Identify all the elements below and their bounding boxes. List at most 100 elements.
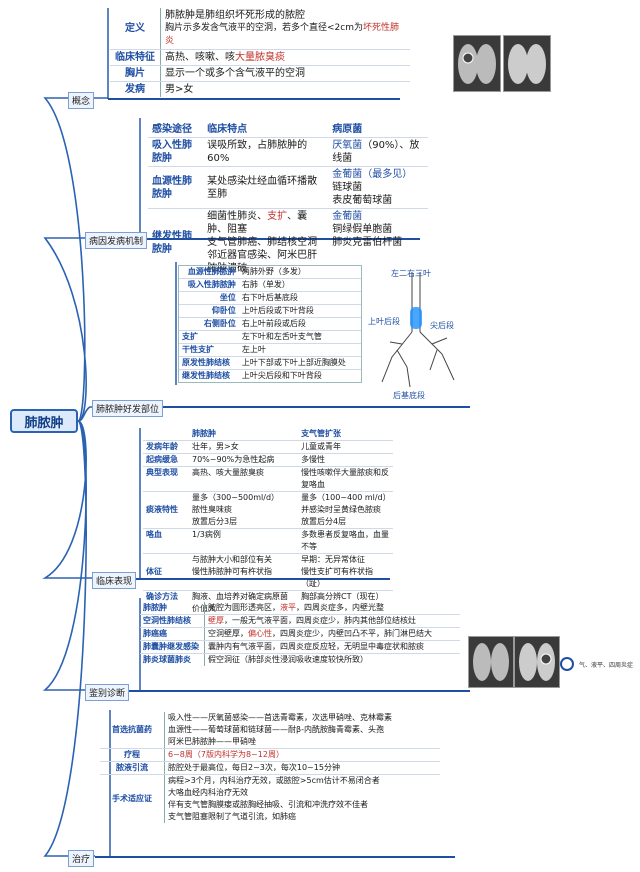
diff-key: 肺脓肿 bbox=[140, 602, 205, 615]
site-key: 原发性肺结核 bbox=[179, 356, 239, 370]
branch-concept[interactable]: 概念 bbox=[68, 92, 95, 109]
route-feature: 支气管肺癌、肺结核空洞 bbox=[207, 237, 318, 248]
concept-def-2-highlight: 坏死性肺炎 bbox=[165, 23, 399, 46]
col-header: 临床特点 bbox=[203, 122, 329, 138]
pathogen: 金葡菌 bbox=[332, 211, 363, 222]
diff-highlight: 偏心性 bbox=[248, 629, 272, 638]
diff-value: 囊肿内有气液平面，四周炎症反应轻，无明显中毒症状和脓痰 bbox=[204, 640, 460, 654]
pathogen: 链球菌 bbox=[332, 182, 363, 193]
branch-pathogenesis[interactable]: 病因发病机制 bbox=[85, 232, 148, 249]
chest-xray-image bbox=[514, 636, 560, 688]
pathogen: 铜绿假单胞菌 bbox=[332, 224, 393, 235]
clinical-a: 高热、咳大量脓臭痰 bbox=[189, 466, 299, 492]
treat-line: 大咯血经内科治疗无效 bbox=[168, 788, 248, 797]
site-key: 血源性肺脓肿 bbox=[179, 266, 239, 279]
branch-clinical[interactable]: 临床表现 bbox=[92, 572, 137, 589]
route-feature-highlight: 支扩 bbox=[267, 211, 288, 222]
site-key: 仰卧位 bbox=[179, 304, 239, 318]
route-label: 血源性肺脓肿 bbox=[148, 166, 204, 209]
treat-line: 血源性——葡萄球菌和链球菌——耐β-内酰胺酶青霉素、头孢 bbox=[168, 725, 384, 734]
branch-site[interactable]: 肺脓肿好发部位 bbox=[92, 400, 164, 417]
pathogen: 厌氧菌 bbox=[332, 140, 363, 151]
concept-feature-highlight: 大量脓臭痰 bbox=[235, 52, 285, 63]
treat-key: 脓液引流 bbox=[100, 761, 165, 775]
site-value: 上叶尖后段和下叶背段 bbox=[241, 371, 322, 380]
concept-key: 发病 bbox=[110, 81, 161, 97]
pathogen: 金葡菌（最多见） bbox=[332, 169, 413, 180]
diff-key: 肺癌癌 bbox=[140, 627, 205, 641]
diff-value: ，四周炎症少，内壁凹凸不平，肺门淋巴结大 bbox=[272, 629, 432, 638]
clinical-key: 痰液特性 bbox=[143, 491, 189, 529]
branch-treatment[interactable]: 治疗 bbox=[68, 850, 95, 867]
clinical-key: 起病缓急 bbox=[143, 453, 189, 467]
diff-key: 空洞性肺结核 bbox=[140, 614, 205, 628]
site-value: 两肺外野（多发） bbox=[238, 266, 361, 279]
clinical-b: 胸部高分辨CT（现在） bbox=[301, 592, 384, 601]
route-label: 继发性肺脓肿 bbox=[152, 230, 192, 255]
treat-key: 首选抗菌药 bbox=[100, 712, 165, 749]
clinical-b: 儿童或青年 bbox=[298, 440, 393, 454]
clinical-key: 典型表现 bbox=[143, 466, 189, 492]
col-header: 感染途径 bbox=[148, 122, 204, 138]
diagram-label: 上叶后段 bbox=[368, 317, 400, 326]
treat-line: 病程>3个月，内科治疗无效，或脓腔>5cm估计不易闭合者 bbox=[168, 776, 380, 785]
site-value: 左下叶和左舌叶支气管 bbox=[238, 330, 361, 344]
clinical-b: 早期：无异常体征慢性支扩可有杵状指（趾） bbox=[298, 553, 393, 591]
clinical-b: 慢性咳嗽伴大量脓痰和反复咯血 bbox=[298, 466, 393, 492]
chest-xray-image bbox=[468, 636, 514, 688]
site-value: 右下叶后基底段 bbox=[238, 291, 361, 305]
col-header: 病原菌 bbox=[328, 122, 428, 138]
clinical-key: 体征 bbox=[143, 553, 189, 591]
concept-table: 定义 肺脓肿是肺组织坏死形成的脓腔 胸片示多发含气液平的空洞，若多个直径<2cm… bbox=[110, 8, 410, 97]
concept-def-2: 胸片示多发含气液平的空洞，若多个直径<2cm为 bbox=[165, 23, 363, 33]
site-key: 干性支扩 bbox=[179, 343, 239, 357]
treat-line: 支气管阻塞限制了气道引流，如肺癌 bbox=[168, 812, 296, 821]
pathogen: 表皮葡萄球菌 bbox=[332, 195, 393, 206]
circle-marker-icon bbox=[560, 657, 574, 671]
route-label: 吸入性肺脓肿 bbox=[148, 137, 204, 167]
concept-key: 胸片 bbox=[110, 65, 161, 82]
site-key: 吸入性肺脓肿 bbox=[179, 278, 239, 292]
diff-value: ，四周炎症多，内壁光整 bbox=[296, 603, 384, 612]
site-value: 左上叶 bbox=[238, 343, 361, 357]
site-value: 右上叶前段或后段 bbox=[238, 317, 361, 331]
site-key: 右侧卧位 bbox=[179, 317, 239, 331]
lesion-marker bbox=[410, 307, 422, 329]
chest-xray-image bbox=[503, 35, 551, 92]
clinical-b: 多慢性 bbox=[298, 453, 393, 467]
diff-highlight: 壁厚 bbox=[208, 616, 224, 625]
treat-value: 脓腔处于最高位，每日2~3次，每次10~15分钟 bbox=[164, 761, 440, 775]
site-key: 坐位 bbox=[179, 291, 239, 305]
treat-line: 吸入性——厌氧菌感染——首选青霉素，次选甲硝唑、克林霉素 bbox=[168, 713, 392, 722]
concept-def-1: 肺脓肿是肺组织坏死形成的脓腔 bbox=[165, 10, 305, 21]
clinical-a: 与脓肿大小和部位有关慢性肺脓肿可有杵状指 bbox=[189, 553, 299, 591]
clinical-b: 多数患者反复咯血，血量不等 bbox=[298, 528, 393, 554]
chest-xray-image bbox=[453, 35, 501, 92]
diff-value: 空洞壁厚， bbox=[208, 629, 248, 638]
concept-key: 临床特征 bbox=[110, 49, 161, 66]
clinical-a: 1/3病例 bbox=[189, 528, 299, 554]
concept-feature: 高热、咳嗽、咳 bbox=[165, 52, 235, 63]
clinical-b: 量多（100~400 ml/d）并感染时呈黄绿色脓痰放置后分4层 bbox=[298, 491, 393, 529]
clinical-key: 确诊方法 bbox=[146, 592, 178, 601]
clinical-a: 70%~90%为急性起病 bbox=[189, 453, 299, 467]
root-node[interactable]: 肺脓肿 bbox=[10, 409, 78, 433]
diff-key: 肺囊肿继发感染 bbox=[140, 640, 205, 654]
treat-key: 疗程 bbox=[100, 748, 165, 762]
branch-diff[interactable]: 鉴别诊断 bbox=[85, 684, 130, 701]
concept-value: 显示一个或多个含气液平的空洞 bbox=[160, 65, 410, 82]
treat-line: 阿米巴肺脓肿——甲硝唑 bbox=[168, 737, 256, 746]
treat-key: 手术适应证 bbox=[100, 774, 165, 823]
diff-value: 假空洞征（肺部炎性浸润吸收速度较快所致） bbox=[208, 655, 368, 664]
clinical-a: 量多（300~500ml/d）脓性臭味痰放置后分3层 bbox=[189, 491, 299, 529]
treat-line: 伴有支气管胸膜瘘或脓胸经抽吸、引流和冲洗疗效不佳者 bbox=[168, 800, 368, 809]
pathogen-extra: （90%）、放线菌 bbox=[332, 140, 420, 164]
col-header: 支气管扩张 bbox=[298, 428, 393, 441]
treat-value: 6~8周（7版内科学为8~12周） bbox=[164, 748, 440, 762]
site-value: 上叶后段或下叶背段 bbox=[238, 304, 361, 318]
clinical-a: 壮年，男>女 bbox=[189, 440, 299, 454]
treatment-table: 首选抗菌药 吸入性——厌氧菌感染——首选青霉素，次选甲硝唑、克林霉素血源性——葡… bbox=[100, 712, 440, 823]
diff-highlight: 液平 bbox=[280, 603, 296, 612]
clinical-key: 咯血 bbox=[143, 528, 189, 554]
